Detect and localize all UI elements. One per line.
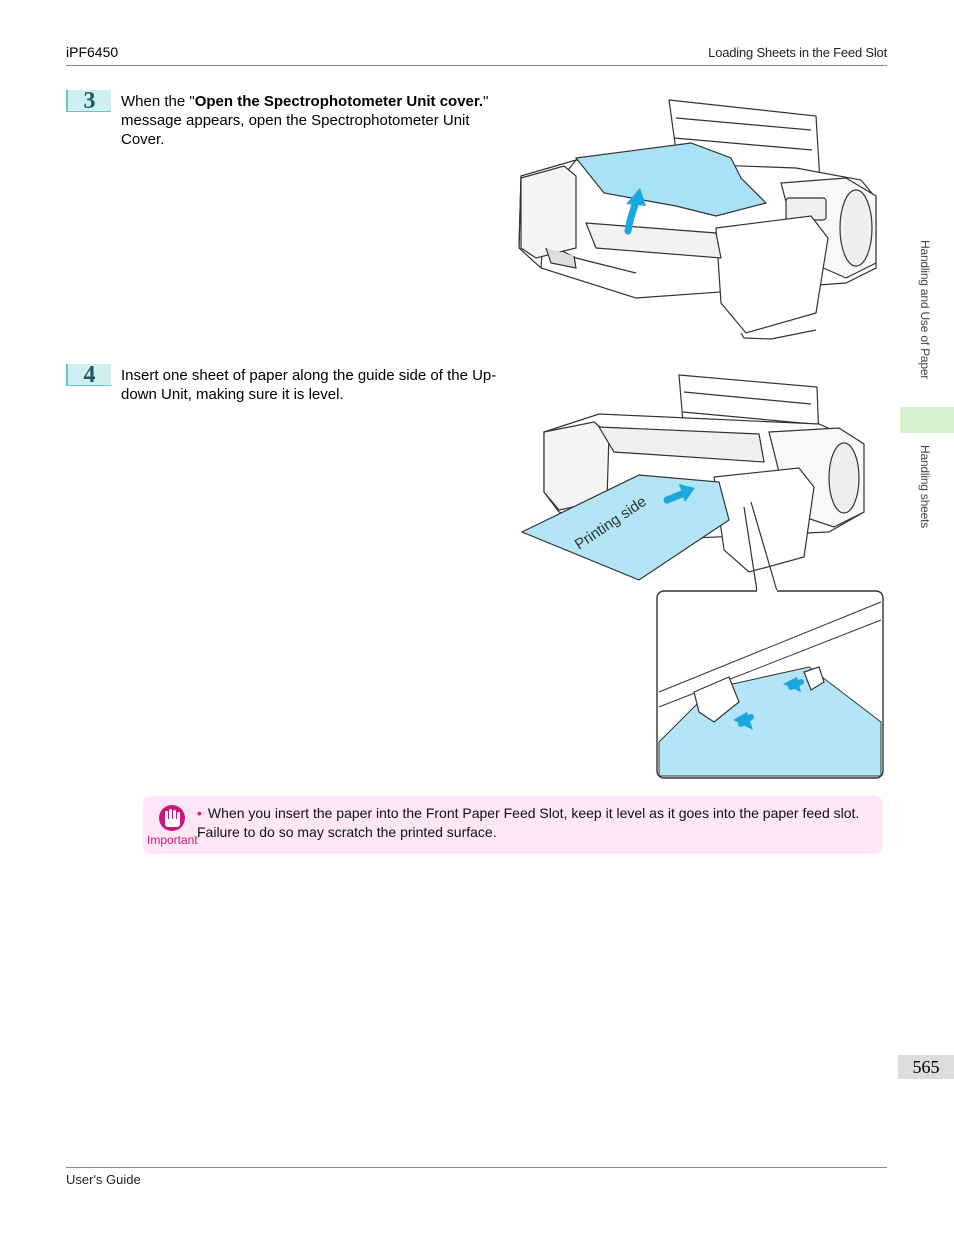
important-bullet-content: When you insert the paper into the Front… (197, 805, 860, 840)
bullet-icon: • (197, 805, 202, 821)
side-tab-chapter: Handling and Use of Paper (918, 240, 932, 380)
printer-open-cover-illustration (518, 99, 877, 340)
step-number-4: 4 (66, 363, 111, 387)
header-section-title: Loading Sheets in the Feed Slot (708, 45, 887, 60)
paper-insertion-illustration: Printing side (520, 374, 884, 779)
important-note (143, 796, 883, 854)
step-number-3: 3 (66, 89, 111, 113)
header-model: iPF6450 (66, 44, 119, 60)
step-3-text-before: When the " (121, 93, 195, 110)
page-number: 565 (898, 1055, 954, 1079)
hand-stop-icon (159, 805, 185, 831)
step-3-text-after: " message appears, open the Spectrophoto… (121, 93, 489, 148)
header-divider (66, 65, 887, 66)
important-badge: Important (147, 803, 198, 849)
footer-divider (66, 1167, 887, 1168)
step-3-text: When the "Open the Spectrophotometer Uni… (121, 92, 501, 149)
footer-title: User's Guide (66, 1172, 141, 1187)
step-3-message: Open the Spectrophotometer Unit cover. (194, 93, 484, 110)
important-label: Important (147, 833, 198, 847)
side-tab-highlight (900, 407, 954, 433)
important-bullet-text: •When you insert the paper into the Fron… (197, 804, 877, 842)
side-tab-section: Handling sheets (918, 445, 932, 529)
step-4-text: Insert one sheet of paper along the guid… (121, 367, 497, 403)
